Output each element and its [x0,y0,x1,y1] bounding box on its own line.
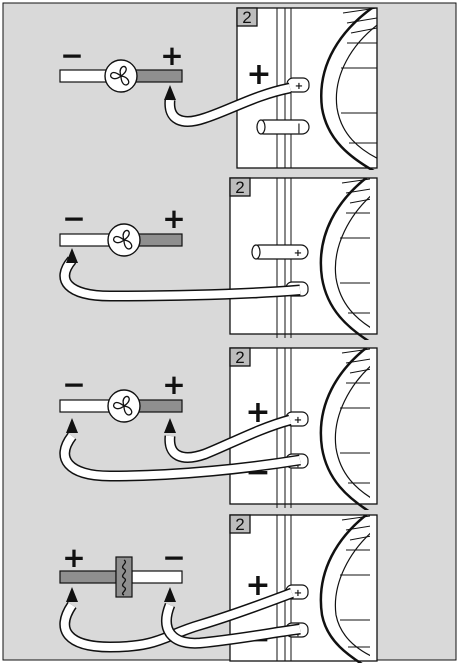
cable-sign-right: + [162,202,185,235]
badge-label: 2 [235,515,244,534]
heater-device [115,556,133,598]
arrow-up-left [66,418,78,433]
arrow-up-right [164,418,176,433]
arrow-up [66,248,78,263]
badge [236,7,258,27]
cable-sign-left: − [62,368,85,401]
wire-minus [161,602,301,649]
connector-box: 2 + | − [229,177,378,340]
heater-coil-icon [121,559,127,596]
cable-sign-left: − [60,39,83,72]
supply-cable [59,570,183,584]
terminal-mark-upper: + [294,415,302,426]
badge [229,347,251,367]
badge-label: 2 [235,348,244,367]
arrow-up-left [66,587,78,602]
terminal-pin-upper: + [251,244,309,260]
fan-device [104,59,138,93]
terminal-mark-upper: + [294,588,302,599]
badge-label: 2 [235,178,244,197]
panel-4: 2 + | + − + − [59,514,378,663]
panel-1: 2 + | + [59,7,378,170]
terminal-sign-plus: + [246,57,271,92]
wire-plus [164,414,292,463]
badge [229,177,251,197]
terminal-mark-upper: + [294,248,302,259]
fan-icon [112,229,133,250]
arrow-up-right [164,587,176,602]
fan-device [107,389,141,423]
connector-box: 2 + | + − [229,347,378,510]
wire-plus [164,82,292,127]
panel-3: 2 + | + − [59,347,378,510]
terminal-pin-lower: | [256,119,310,135]
connector-box: 2 + | + [236,7,378,170]
badge [229,514,251,534]
wire-minus [59,256,301,302]
wire-minus [59,432,301,482]
fan-icon [109,65,130,86]
fan-device [107,223,141,257]
terminal-mark-lower: | [297,123,301,134]
badge-label: 2 [242,8,251,27]
cable-sign-right: + [160,39,183,72]
cable-sign-right: + [162,368,185,401]
cable-sign-left: − [62,202,85,235]
wire-plus [59,587,294,653]
terminal-mark-upper: + [295,81,303,92]
fan-icon [112,395,133,416]
cable-sign-left: + [62,541,85,574]
arrow-up [164,85,176,100]
cable-sign-right: − [162,541,185,574]
panel-2: 2 + | − [59,177,378,340]
